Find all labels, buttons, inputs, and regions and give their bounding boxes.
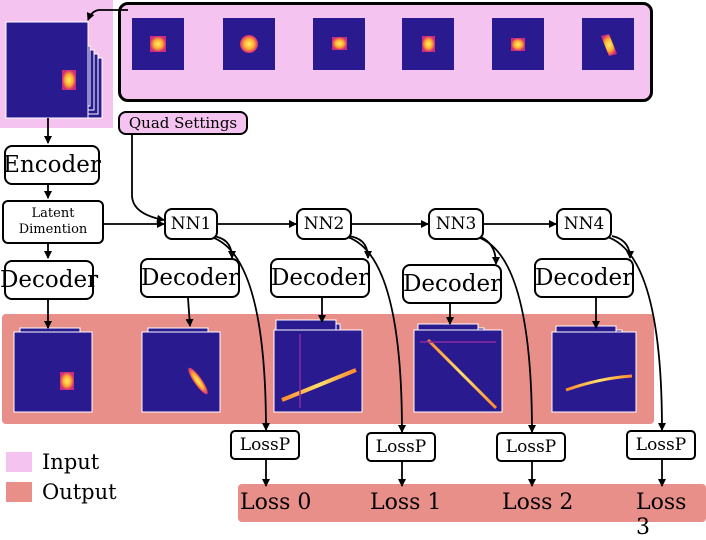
decoder-label-0: Decoder — [0, 267, 99, 293]
quad-settings-box: Quad Settings — [118, 111, 248, 135]
diagram-graphics — [5, 9, 666, 502]
output-image-2 — [273, 319, 363, 413]
input-image-2 — [223, 18, 275, 70]
decoder-label-3: Decoder — [402, 271, 502, 297]
decoder-label-1: Decoder — [140, 265, 240, 291]
loss-0-label: Loss 0 — [240, 490, 312, 515]
connector-arrows — [44, 9, 666, 487]
input-image-1 — [132, 18, 184, 70]
decoder-box-1: Decoder — [140, 258, 240, 298]
latent-dimension-label: Latent Dimention — [18, 206, 88, 237]
input-images-background — [118, 2, 653, 102]
legend-output-swatch — [6, 482, 32, 502]
lossp-label-0: LossP — [239, 435, 291, 455]
latent-dimension-box: Latent Dimention — [2, 200, 104, 244]
lossp-box-2: LossP — [496, 432, 566, 462]
output-image-1 — [141, 327, 221, 413]
nn2-label: NN2 — [303, 214, 345, 234]
decoder-box-0: Decoder — [0, 260, 98, 300]
legend-output-label: Output — [42, 480, 117, 504]
input-image-4 — [402, 18, 454, 70]
input-image-5 — [492, 18, 544, 70]
lossp-label-1: LossP — [375, 437, 427, 457]
legend-input-swatch — [6, 452, 32, 472]
nn3-box: NN3 — [428, 208, 484, 240]
loss-1-label: Loss 1 — [370, 490, 442, 515]
lossp-box-3: LossP — [626, 430, 696, 460]
nn1-label: NN1 — [170, 214, 212, 234]
input-stack — [5, 21, 103, 119]
lossp-box-1: LossP — [366, 432, 436, 462]
input-image-3 — [313, 18, 365, 70]
nn4-box: NN4 — [556, 208, 612, 240]
decoder-label-4: Decoder — [534, 265, 634, 291]
encoder-label: Encoder — [3, 152, 101, 178]
quad-settings-label: Quad Settings — [128, 114, 238, 132]
nn4-label: NN4 — [563, 214, 605, 234]
nn1-box: NN1 — [164, 208, 218, 240]
encoder-box: Encoder — [3, 145, 101, 185]
decoder-box-2: Decoder — [270, 258, 370, 298]
lossp-label-2: LossP — [505, 437, 557, 457]
lossp-label-3: LossP — [635, 435, 687, 455]
decoder-label-2: Decoder — [270, 265, 370, 291]
loss-background — [238, 484, 706, 522]
input-image-6 — [582, 18, 634, 70]
legend-input-label: Input — [42, 450, 100, 474]
loss-3-label: Loss 3 — [636, 490, 687, 540]
decoder-box-4: Decoder — [534, 258, 634, 298]
lossp-box-0: LossP — [230, 430, 300, 460]
nn2-box: NN2 — [296, 208, 352, 240]
loss-2-label: Loss 2 — [502, 490, 574, 515]
decoder-box-3: Decoder — [402, 264, 502, 304]
nn3-label: NN3 — [435, 214, 477, 234]
output-image-3 — [413, 323, 503, 413]
output-image-0 — [13, 327, 93, 413]
output-image-4 — [551, 325, 637, 413]
